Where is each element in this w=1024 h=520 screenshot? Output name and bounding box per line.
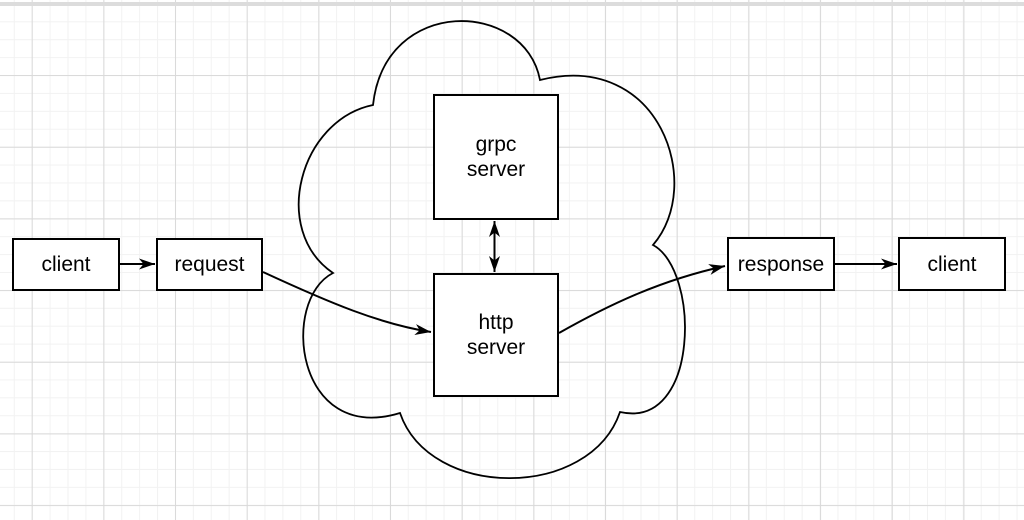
grid-major-top-line [0, 2, 1024, 6]
edge-http-server-to-response[interactable] [558, 264, 726, 334]
edge-request-to-http-server[interactable] [262, 271, 432, 335]
node-grpc-server[interactable]: grpc server [433, 94, 559, 220]
node-response-label: response [737, 252, 825, 276]
node-client-left-label: client [41, 253, 91, 276]
cloud-shape[interactable] [297, 20, 686, 479]
node-request-label: request [174, 253, 245, 276]
node-client-right-label: client [927, 252, 977, 276]
node-client-left[interactable]: client [12, 238, 120, 291]
node-grpc-server-label: grpc server [466, 133, 526, 181]
node-http-server-label: http server [466, 311, 526, 359]
node-http-server[interactable]: http server [433, 273, 559, 397]
node-client-right[interactable]: client [898, 237, 1006, 291]
node-response[interactable]: response [727, 237, 835, 291]
node-request[interactable]: request [156, 238, 263, 291]
